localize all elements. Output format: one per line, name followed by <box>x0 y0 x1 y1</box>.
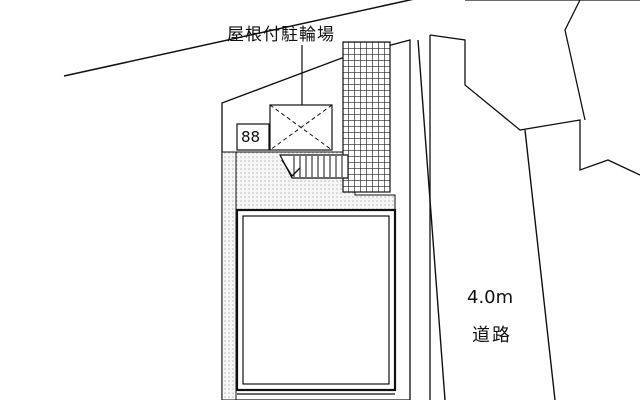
staircase-icon <box>279 154 349 179</box>
road-line-left <box>417 39 446 400</box>
neighbor-building-outline <box>429 0 640 400</box>
side-strip <box>221 151 237 400</box>
north-boundary-line <box>63 0 414 77</box>
bicycle-slot-icon <box>236 123 270 151</box>
road-label: 道路 <box>472 325 512 346</box>
road-width-label: 4.0m <box>467 287 514 308</box>
main-building-inner <box>242 215 390 385</box>
road-line-right <box>524 129 556 400</box>
bicycle-slot-label: 88 <box>241 128 261 146</box>
parking-grid-area <box>342 41 391 193</box>
roofed-bicycle-parking-label: 屋根付駐輪場 <box>227 25 335 45</box>
